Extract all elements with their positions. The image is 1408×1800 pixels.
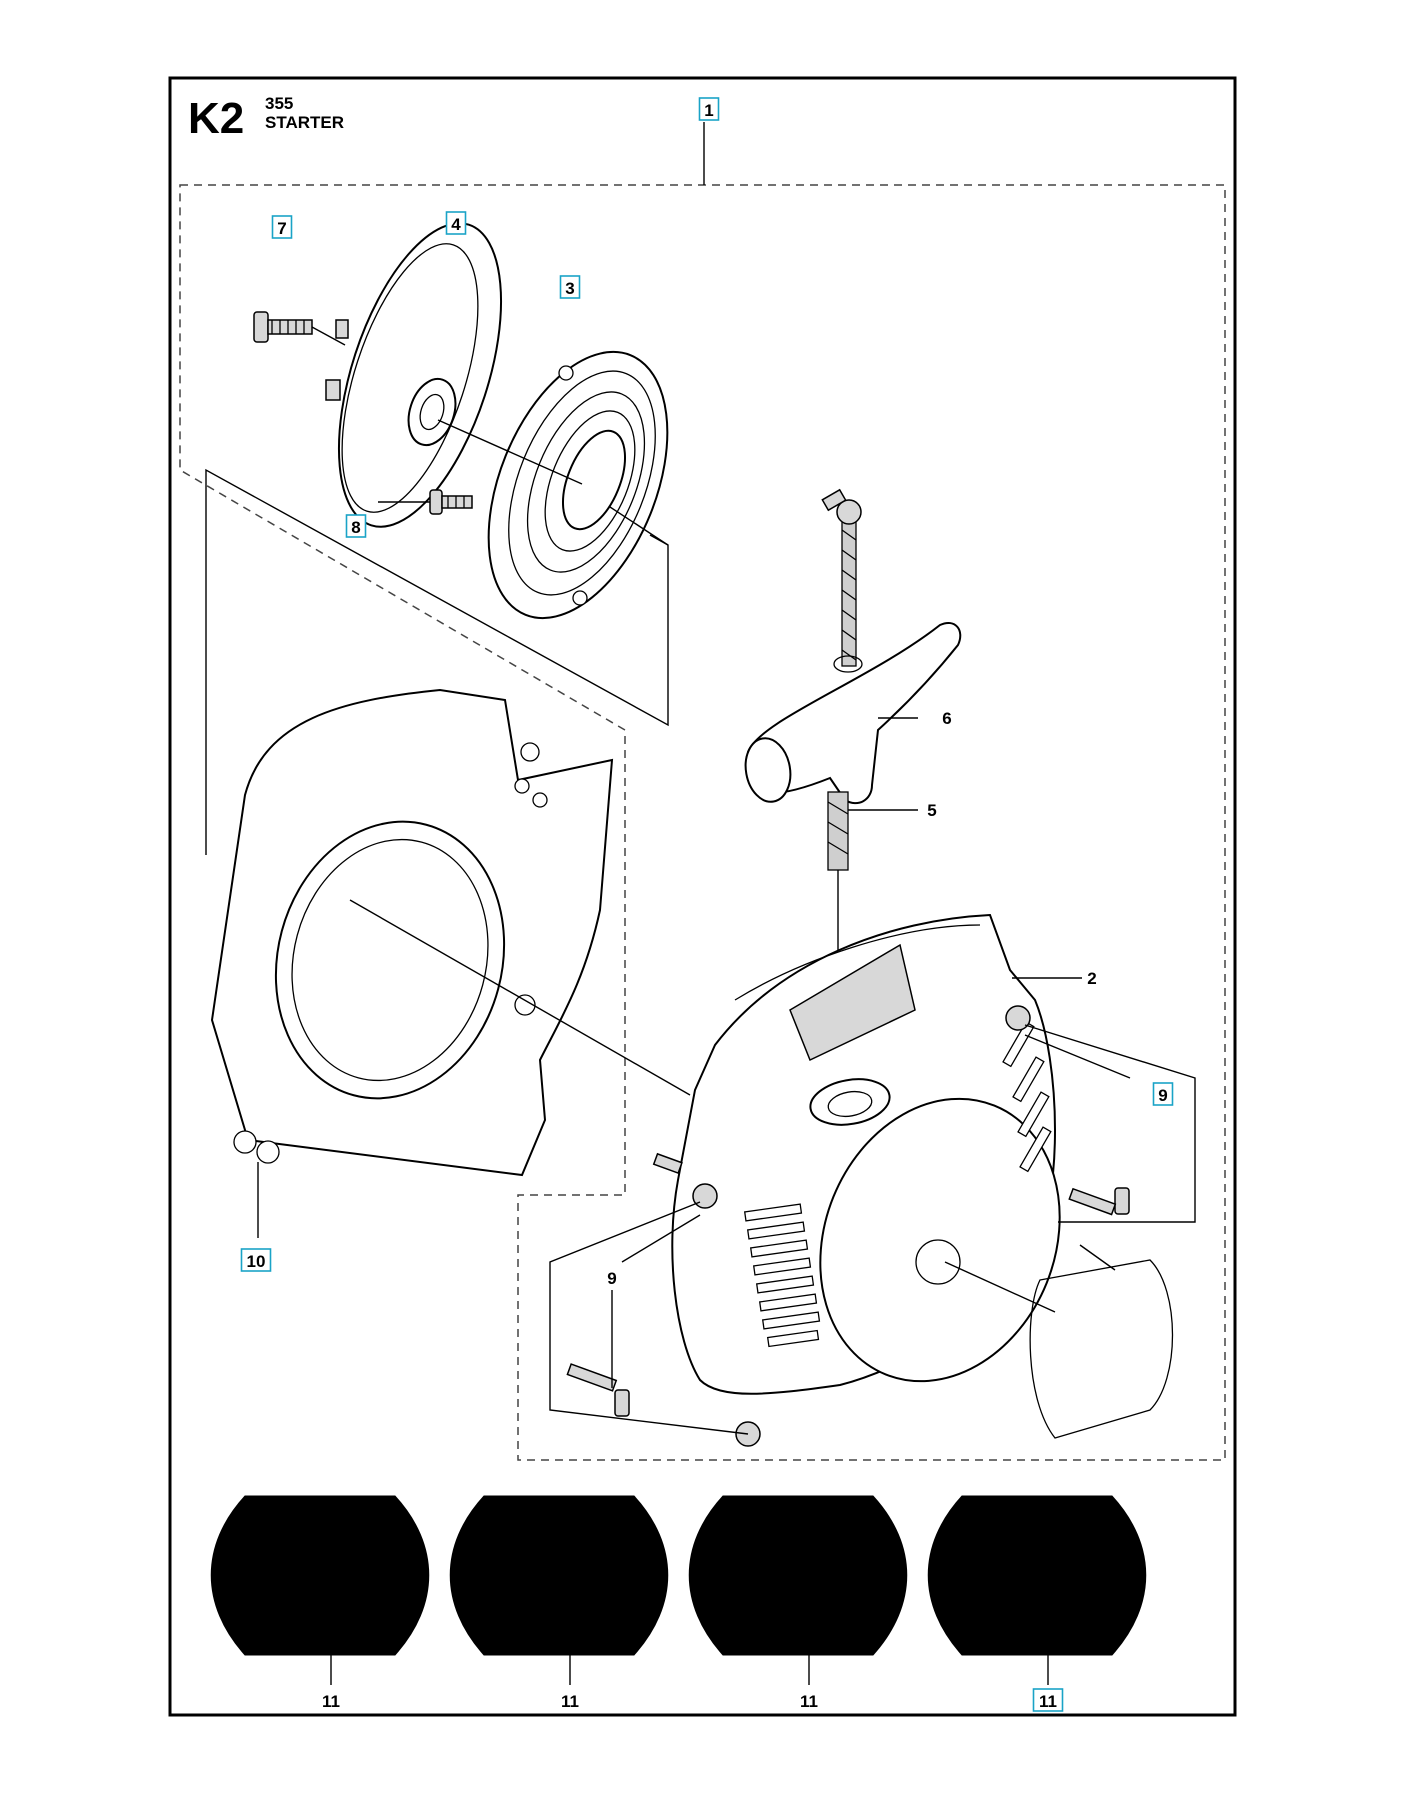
section-title: STARTER (265, 113, 344, 132)
callout-label: 9 (607, 1269, 616, 1288)
leader-line (1079, 1244, 1116, 1271)
callout-label: 9 (1158, 1086, 1167, 1105)
page-code: K2 (188, 94, 244, 143)
cassette-screw (429, 489, 473, 515)
callout-box (240, 1248, 272, 1272)
housing-vents (743, 1021, 1052, 1348)
callout-label: 11 (322, 1692, 340, 1711)
decal-2 (449, 1495, 669, 1656)
callout-label: 7 (277, 219, 286, 238)
housing-screw-top (652, 1152, 683, 1175)
callout-label: 5 (927, 801, 936, 820)
callout-label: 10 (247, 1252, 266, 1271)
callout-box (345, 514, 367, 538)
housing-screw-left (566, 1363, 630, 1417)
starter-handle (744, 622, 962, 805)
callout-label: 11 (800, 1692, 818, 1711)
callout-box (445, 211, 467, 235)
callout-c11c: 11 (800, 1692, 818, 1711)
starter-rope-lower (827, 791, 849, 871)
callout-box (1032, 1688, 1064, 1712)
callout-c5: 5 (927, 801, 936, 820)
leader-line (311, 326, 346, 346)
callout-c9a: 9 (1152, 1082, 1174, 1106)
leader-line (621, 1214, 701, 1263)
callout-box (1152, 1082, 1174, 1106)
callout-c10: 10 (240, 1248, 272, 1272)
decal-outline (1029, 1259, 1174, 1439)
decal-4 (927, 1495, 1147, 1656)
callout-layer: 1 2 3 4 5 6 7 8 9 9 10 11 11 11 11 (240, 97, 1174, 1712)
pulley-disc (325, 222, 503, 528)
leader-line (1024, 1034, 1131, 1079)
callout-c11d: 11 (1032, 1688, 1064, 1712)
callout-c3: 3 (559, 275, 581, 299)
leader-line (349, 899, 691, 1096)
callout-label: 8 (351, 518, 360, 537)
callout-box (271, 215, 293, 239)
starter-housing (671, 913, 1061, 1447)
leader-line (1024, 1024, 1196, 1223)
callout-label: 6 (942, 709, 951, 728)
decal-1 (210, 1495, 430, 1656)
callout-c2: 2 (1087, 969, 1096, 988)
diagram-frame (168, 76, 1237, 1717)
callout-c1: 1 (698, 97, 720, 121)
callout-c11a: 11 (322, 1692, 340, 1711)
callout-label: 1 (704, 101, 713, 120)
callout-label: 2 (1087, 969, 1096, 988)
callout-box (698, 97, 720, 121)
callout-c7: 7 (271, 215, 293, 239)
callout-box (559, 275, 581, 299)
housing-screw-right (1068, 1187, 1130, 1216)
decal-3 (688, 1495, 908, 1656)
pulley-screw (253, 311, 313, 343)
callout-c9b: 9 (607, 1269, 616, 1288)
callout-c6: 6 (942, 709, 951, 728)
callout-label: 11 (561, 1692, 579, 1711)
callout-c4: 4 (445, 211, 467, 235)
callout-c11b: 11 (561, 1692, 579, 1711)
callout-label: 4 (451, 215, 461, 234)
leader-line (549, 1201, 749, 1435)
recoil-spring-cassette (487, 350, 669, 620)
callout-label: 3 (565, 279, 574, 298)
leader-line (205, 468, 669, 855)
leader-line (437, 419, 583, 485)
model-number: 355 (265, 94, 293, 113)
fan-guard (210, 688, 614, 1177)
callout-label: 11 (1039, 1692, 1057, 1711)
starter-rope-upper (821, 488, 862, 667)
leader-line (944, 1261, 1056, 1313)
assembly-boundary (179, 184, 1226, 1461)
callout-c8: 8 (345, 514, 367, 538)
